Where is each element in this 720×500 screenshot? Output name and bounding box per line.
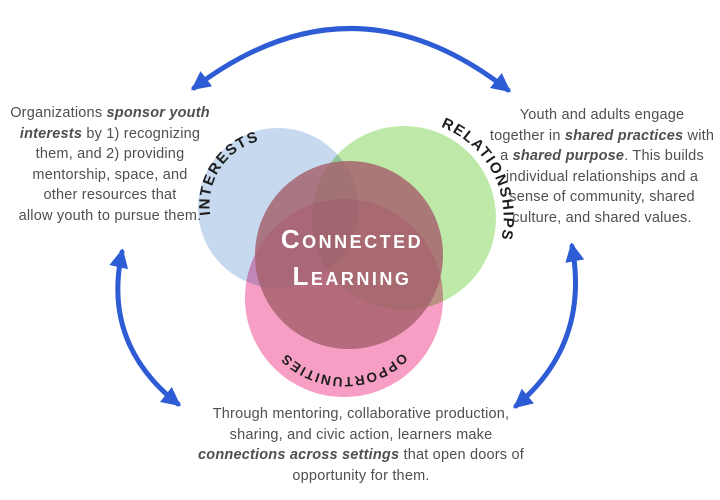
top-arc-arrow <box>191 26 511 93</box>
text-line: interests by 1) recognizing <box>19 125 201 142</box>
text-line: together in shared practices with <box>489 127 715 144</box>
left-arc-arrow <box>109 248 181 407</box>
connected-learning-center-circle <box>255 161 443 349</box>
text-line: culture, and shared values. <box>512 209 692 226</box>
right-arc-arrow <box>513 242 585 409</box>
text-line: Youth and adults engage <box>519 107 685 123</box>
left-annotation: Organizations sponsor youth interests by … <box>4 103 216 226</box>
center-title-line1: Connected <box>281 224 423 254</box>
text-line: opportunity for them. <box>292 467 430 484</box>
text-line: individual relationships and a <box>505 168 699 185</box>
text-line: sharing, and civic action, learners make <box>229 426 493 443</box>
text-line: Through mentoring, collaborative product… <box>212 406 510 422</box>
center-title-line2: Learning <box>293 261 412 291</box>
venn-diagram <box>198 126 496 397</box>
text-line: sense of community, shared <box>509 189 695 206</box>
text-line: them, and 2) providing <box>35 146 185 163</box>
text-line: Organizations sponsor youth <box>10 105 210 121</box>
right-annotation: Youth and adults engage together in share… <box>486 105 718 228</box>
bottom-annotation: Through mentoring, collaborative product… <box>175 404 547 486</box>
text-line: connections across settings that open do… <box>198 447 524 464</box>
text-line: mentorship, space, and <box>32 166 188 183</box>
text-line: allow youth to pursue them. <box>18 207 202 224</box>
text-line: other resources that <box>43 187 177 204</box>
text-line: a shared purpose. This builds <box>500 148 704 165</box>
